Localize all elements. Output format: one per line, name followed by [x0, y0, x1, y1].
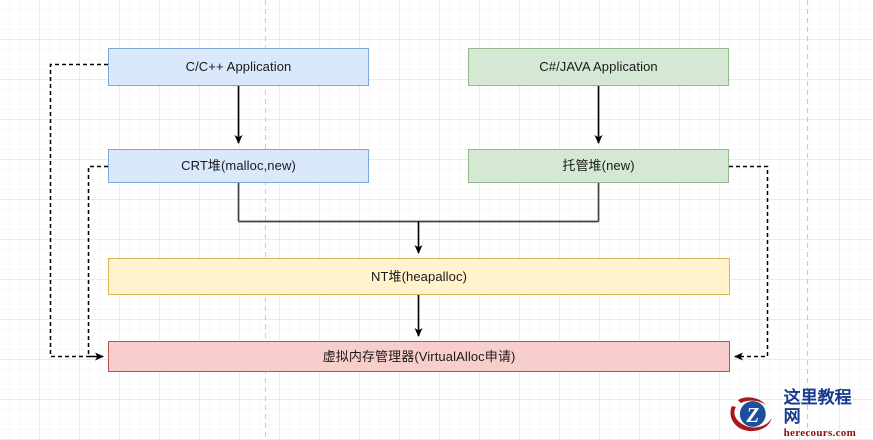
node-label: NT堆(heapalloc) [370, 268, 468, 284]
node-managed-heap[interactable]: 托管堆(new) [468, 149, 729, 183]
node-label: 托管堆(new) [562, 158, 635, 174]
node-nt-heap[interactable]: NT堆(heapalloc) [108, 258, 730, 295]
node-label: 虚拟内存管理器(VirtualAlloc申请) [322, 348, 516, 364]
watermark: Z 这里教程网 herecours.com [726, 388, 868, 439]
watermark-logo-icon: Z [730, 397, 772, 432]
node-virtual-memory-manager[interactable]: 虚拟内存管理器(VirtualAlloc申请) [108, 341, 730, 372]
edge-managed-to-virtual [729, 165, 769, 361]
watermark-en-label: herecours.com [783, 426, 857, 439]
edge-cpp-to-virtual [49, 63, 108, 361]
svg-text:Z: Z [745, 403, 759, 427]
node-cpp-application[interactable]: C/C++ Application [108, 48, 369, 86]
node-label: C/C++ Application [185, 59, 292, 75]
node-label: CRT堆(malloc,new) [181, 158, 296, 174]
node-label: C#/JAVA Application [539, 59, 658, 75]
watermark-text: 这里教程网 herecours.com [783, 387, 868, 440]
watermark-cn-label: 这里教程网 [783, 387, 852, 427]
node-crt-heap[interactable]: CRT堆(malloc,new) [108, 149, 369, 183]
node-cs-java-application[interactable]: C#/JAVA Application [468, 48, 729, 86]
edge-crt-to-virtual [87, 165, 108, 358]
